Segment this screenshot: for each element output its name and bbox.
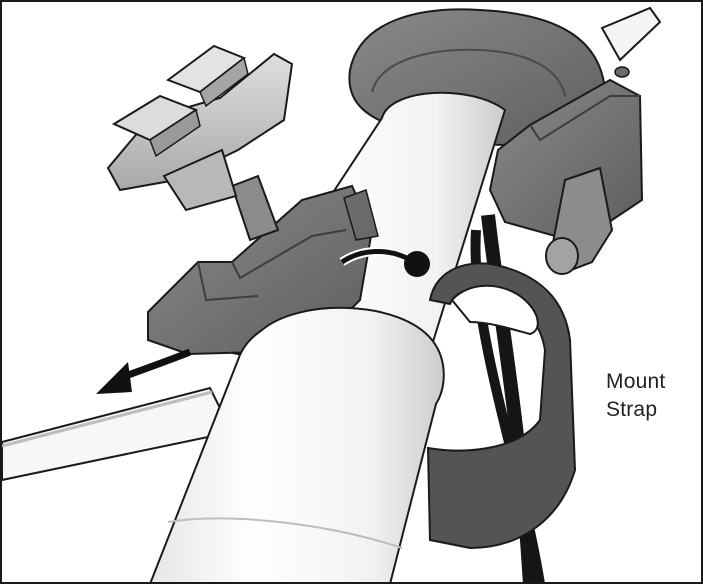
- curved-arrow-icon: [96, 352, 190, 394]
- mount-head: [108, 46, 292, 210]
- upper-right-tube: [602, 8, 660, 60]
- mount-strap-label: Mount Strap: [606, 368, 696, 424]
- callout-line-2: Strap: [606, 396, 696, 424]
- callout-line-1: Mount: [606, 368, 696, 396]
- mount-neck: [232, 176, 278, 240]
